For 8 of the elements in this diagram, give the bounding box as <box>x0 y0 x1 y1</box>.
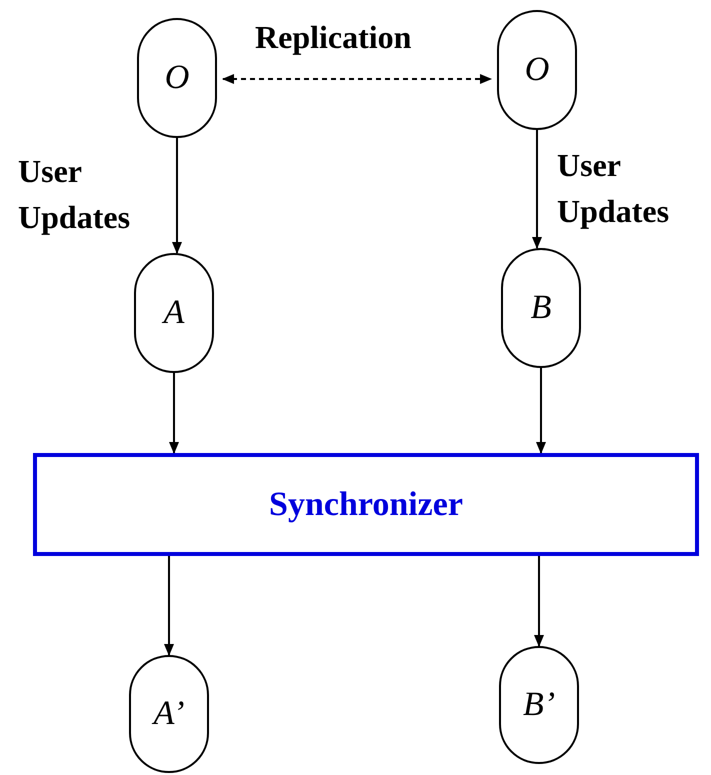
process-box: Synchronizer <box>33 453 699 556</box>
arrow <box>172 138 182 254</box>
arrow <box>536 368 546 454</box>
dashed-arrow <box>222 74 492 84</box>
arrow <box>532 130 542 249</box>
arrow <box>534 556 544 647</box>
arrow <box>169 373 179 454</box>
arrow <box>164 556 174 656</box>
